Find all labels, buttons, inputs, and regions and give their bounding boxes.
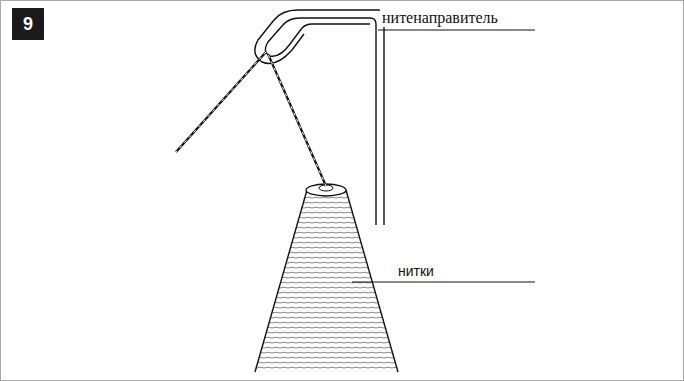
part-label: нитенаправитель: [380, 9, 500, 27]
leader-line: [378, 29, 535, 30]
part-label: нитки: [396, 264, 436, 279]
figure-number-box: 9: [12, 8, 44, 40]
figure-number: 9: [23, 14, 33, 35]
thread-cone: [250, 184, 405, 375]
thread-guide: [255, 10, 384, 225]
thread: [176, 52, 326, 186]
leader-line: [352, 281, 535, 282]
